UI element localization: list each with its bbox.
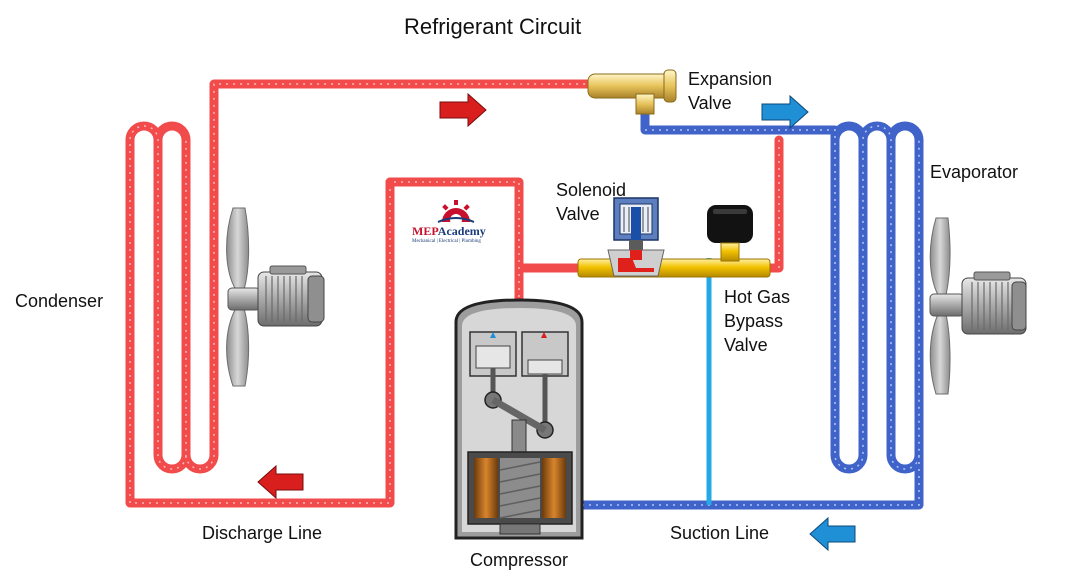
logo-tagline: Mechanical | Electrical | Plumbing	[412, 239, 481, 244]
expansion-valve-label-line1: Expansion	[688, 69, 773, 89]
flow-arrow-icon	[761, 94, 809, 130]
condenser-motor-icon	[257, 265, 325, 327]
evaporator-label: Evaporator	[930, 162, 1019, 182]
evaporator-fan-icon	[929, 217, 965, 395]
condenser-label: Condenser	[15, 291, 104, 311]
hot-gas-bypass-valve-icon	[707, 205, 753, 262]
solenoid-valve-label-line2: Valve	[556, 204, 600, 224]
flow-arrow-icon	[439, 92, 487, 128]
solenoid-valve-label-line1: Solenoid	[556, 180, 627, 200]
logo-wordmark: MEPAcademy	[412, 224, 486, 238]
mep-academy-logo: MEPAcademy Mechanical | Electrical | Plu…	[412, 198, 508, 254]
condenser-fan-icon	[226, 207, 261, 387]
expansion-valve-label-line2: Valve	[688, 93, 732, 113]
flow-arrow-icon	[257, 464, 304, 500]
hot-gas-bypass-valve-label-line2: Bypass	[724, 311, 784, 331]
bypass-manifold	[577, 258, 771, 278]
gear-logo-icon	[437, 200, 475, 224]
evaporator-motor-icon	[961, 271, 1027, 335]
hot-gas-bypass-valve-label-line3: Valve	[724, 335, 768, 355]
suction-line-label: Suction Line	[670, 523, 770, 543]
discharge-line-label: Discharge Line	[202, 523, 323, 543]
solenoid-valve-icon	[607, 197, 665, 277]
expansion-valve-icon	[587, 69, 677, 115]
hot-gas-bypass-valve-label-line1: Hot Gas	[724, 287, 791, 307]
compressor-icon	[454, 298, 584, 540]
flow-arrow-icon	[809, 516, 856, 552]
diagram-title: Refrigerant Circuit	[404, 14, 582, 39]
compressor-label: Compressor	[470, 550, 569, 570]
